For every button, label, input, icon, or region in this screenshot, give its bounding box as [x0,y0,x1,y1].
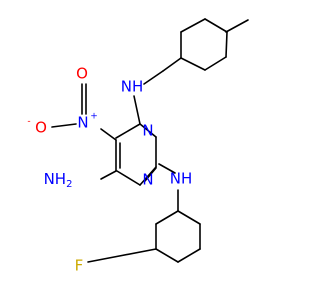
ring-bond-3 [116,170,141,186]
bonds [51,18,249,263]
tolyl-bond-2 [180,57,206,71]
ring-to-nh-top [133,95,141,125]
tolyl-bond-5 [204,18,228,33]
nh2-main-text: NH [44,170,67,188]
ring-to-nitro [100,128,117,141]
nh-bottom-right-label: NH [170,170,193,188]
fluoro-ring-bond-1 [155,210,179,225]
ring-nitrogen-bottom: N [142,171,153,189]
ring-bond-1 [115,123,141,139]
ring-bond-7b [144,167,157,182]
nh2-label: NH2 [44,170,73,191]
nitro-nitrogen: N [77,114,88,132]
nh-top-label: NH [121,78,144,96]
fluorine-label: F [75,257,84,275]
ring-to-nh2 [100,170,117,180]
tolyl-bond-4 [225,31,228,58]
fluoro-to-f [87,248,157,263]
nitro-oxygen-charge: - [27,117,30,127]
ring-bond-5 [158,163,176,174]
nh-top-to-ring [143,70,164,85]
nitro-nitrogen-charge: + [90,112,98,122]
tolyl-bond-3 [204,56,227,71]
nh2-subscript: 2 [66,179,72,190]
chemical-structure: N N N + O - O NH NH NH2 F [27,18,249,275]
ring-nitrogen-top: N [142,122,153,140]
fluoro-ring-bond-6 [177,210,201,225]
nitro-oxygen-left: O [35,119,47,137]
fluoro-ring-bond-4 [177,248,201,263]
nitro-oxygen-top: O [76,65,88,83]
tolyl-methyl [225,19,249,33]
tolyl-bond-6 [180,18,206,33]
tolyl-bond-1 [162,57,182,72]
nitro-bond-left [51,123,77,128]
ring-bond-6 [139,123,157,138]
fluoro-ring-bond-3 [155,248,179,263]
